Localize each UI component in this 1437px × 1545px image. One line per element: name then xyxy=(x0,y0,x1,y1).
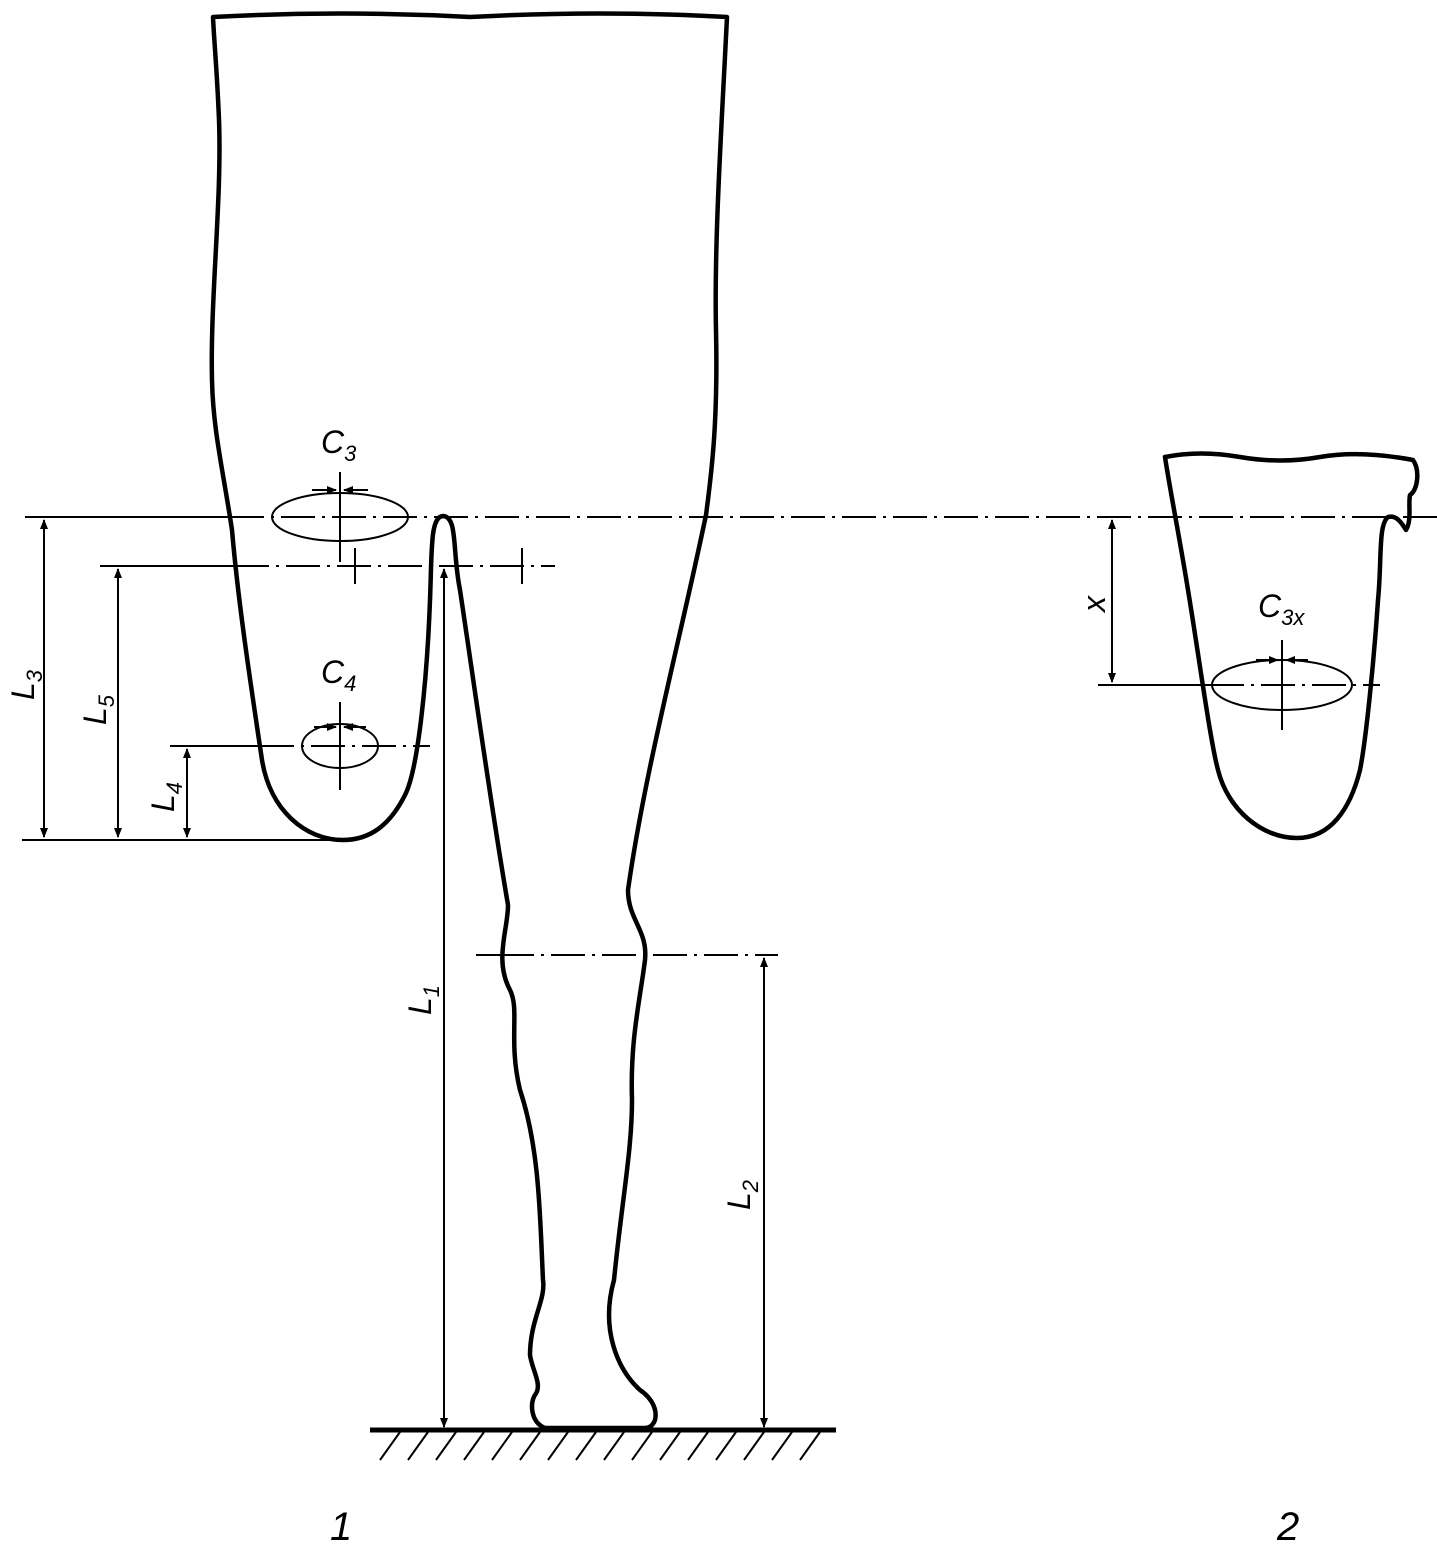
residual-limb-outline xyxy=(209,11,730,1431)
label-c4: C4 xyxy=(321,654,356,696)
label-c3: C3 xyxy=(321,424,357,466)
label-l5: L5 xyxy=(77,694,119,725)
figure-number-1: 1 xyxy=(330,1505,352,1545)
residual-limb-outline-2 xyxy=(1162,451,1420,841)
label-l4: L4 xyxy=(145,782,187,812)
ground-hatching xyxy=(379,1431,821,1461)
label-c3x: C3x xyxy=(1258,588,1305,630)
label-l3: L3 xyxy=(5,669,47,700)
label-x: x xyxy=(1076,595,1112,614)
figure-2: C3x x 2 xyxy=(1076,451,1420,1545)
label-l1: L1 xyxy=(402,985,444,1015)
figure-number-2: 2 xyxy=(1276,1505,1299,1545)
figure-1: C3 C4 L3 L5 L4 L1 L2 1 xyxy=(5,11,1437,1545)
label-l2: L2 xyxy=(721,1180,763,1210)
